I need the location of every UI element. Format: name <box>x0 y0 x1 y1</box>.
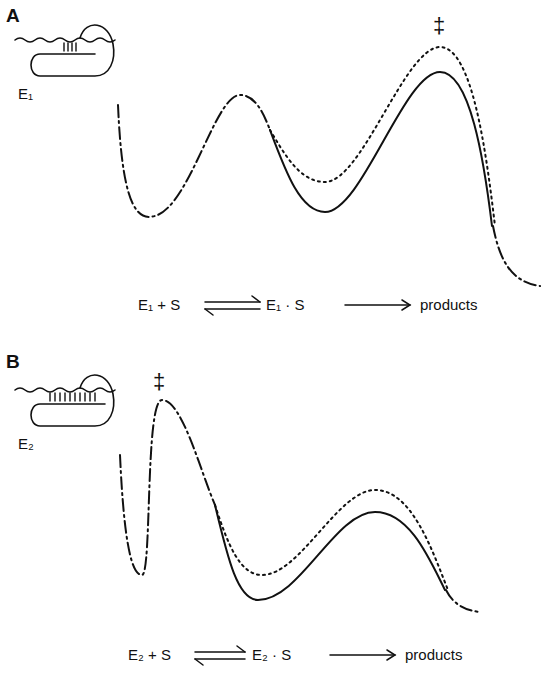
base-pair-ticks <box>50 393 95 401</box>
ribozyme-loop <box>31 25 114 76</box>
reaction-arrows <box>195 646 395 665</box>
enzyme-label: E₂ <box>18 436 34 453</box>
transition-state-mark: ‡ <box>153 370 165 394</box>
panel-letter: B <box>6 352 20 373</box>
base-pair-ticks <box>64 43 76 51</box>
energy-curve-solid <box>215 505 445 600</box>
energy-curve-dotted <box>270 47 495 226</box>
energy-curve-dashdot <box>446 590 480 612</box>
rna-strand <box>15 38 115 42</box>
complex-label: E₁ · S <box>266 297 304 314</box>
panel-letter: A <box>6 6 20 27</box>
enzyme-label: E₁ <box>18 86 33 103</box>
rna-strand <box>15 388 115 392</box>
energy-curve-dotted <box>215 490 448 590</box>
complex-label: E₂ · S <box>252 647 291 664</box>
energy-curve-dashdot <box>120 400 215 575</box>
product-label: products <box>420 297 478 314</box>
reactant-label: E₁ + S <box>138 297 180 314</box>
energy-curve-solid <box>270 72 492 226</box>
reaction-arrows <box>205 296 410 315</box>
energy-curve-dashdot <box>118 95 270 217</box>
energy-curve-dashdot <box>493 226 540 286</box>
product-label: products <box>405 647 463 664</box>
reactant-label: E₂ + S <box>128 647 171 664</box>
transition-state-mark: ‡ <box>433 14 445 38</box>
ribozyme-loop <box>31 375 114 426</box>
